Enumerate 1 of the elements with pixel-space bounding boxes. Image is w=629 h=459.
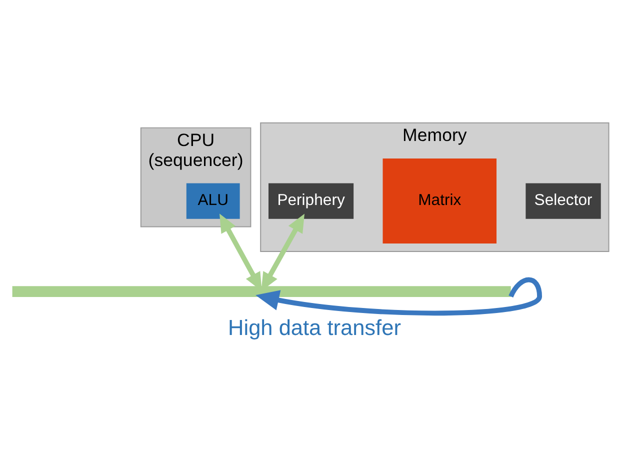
caption: High data transfer — [228, 314, 401, 340]
